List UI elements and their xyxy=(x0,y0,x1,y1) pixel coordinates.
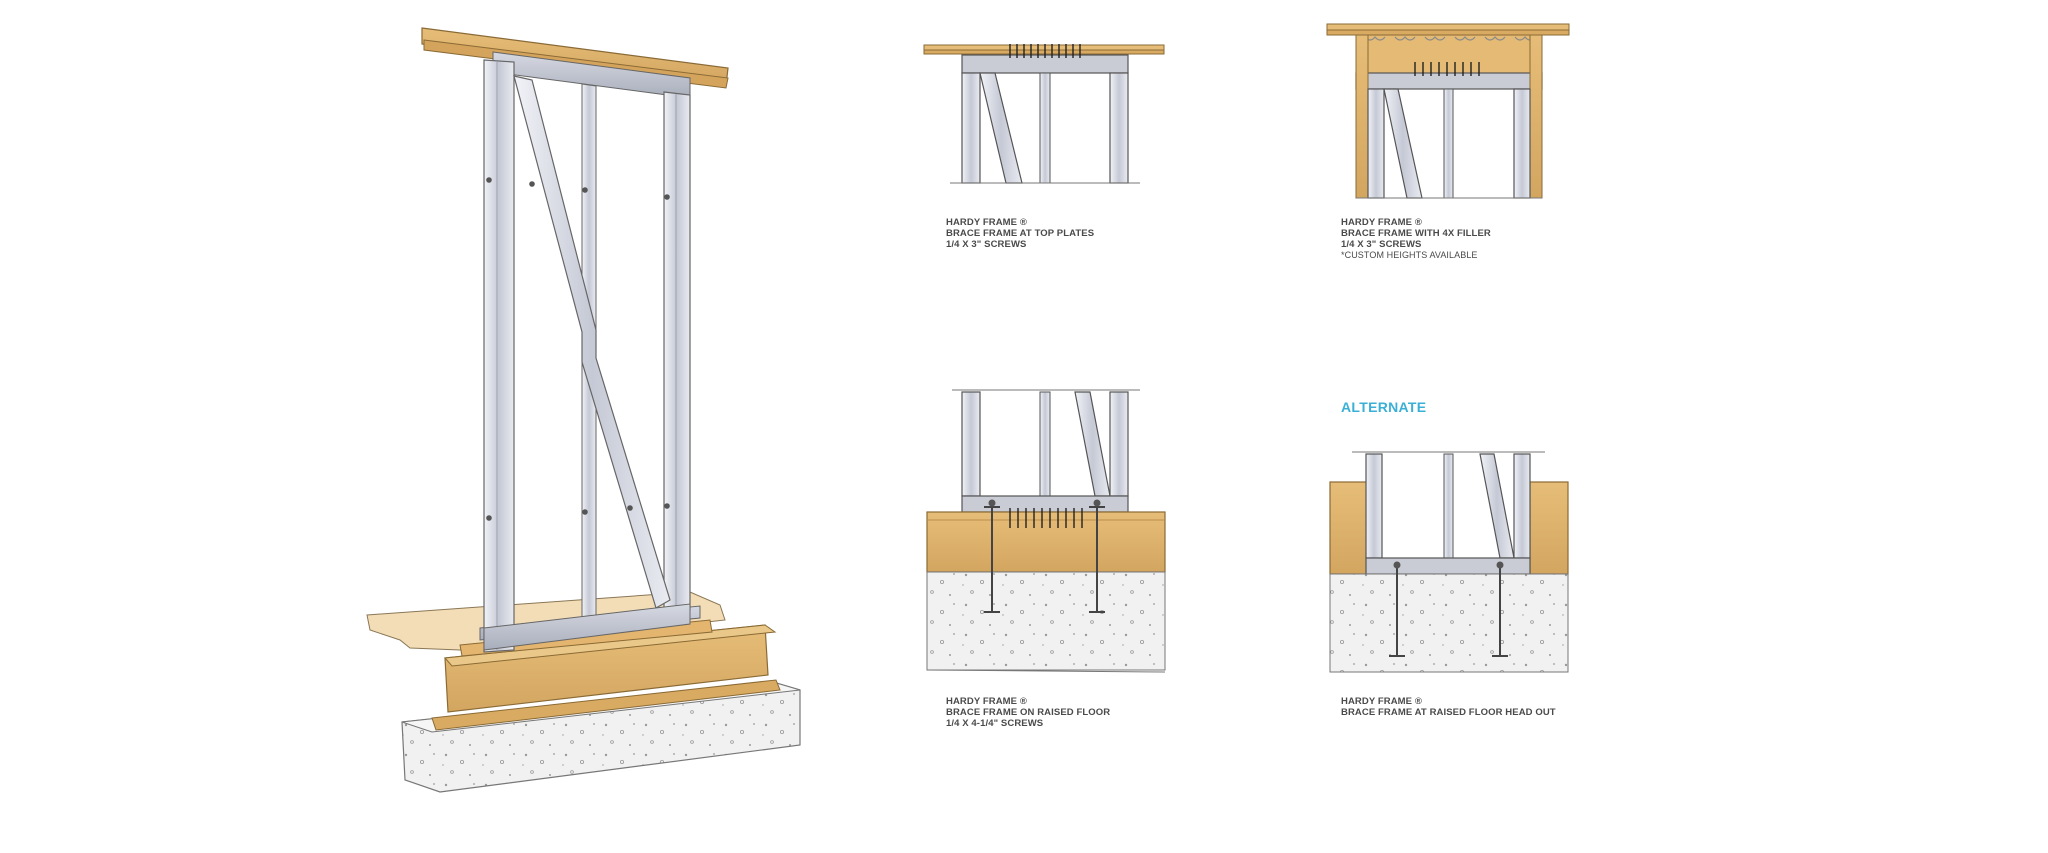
caption-top-plates-line2: BRACE FRAME AT TOP PLATES xyxy=(946,228,1095,239)
detail-brace-frame-at-top-plates xyxy=(923,44,1165,184)
diagonal-brace xyxy=(513,75,671,609)
left-steel-column xyxy=(483,59,515,653)
caption-filler-note: *CUSTOM HEIGHTS AVAILABLE xyxy=(1341,250,1478,260)
caption-raised-floor: HARDY FRAME ® BRACE FRAME ON RAISED FLOO… xyxy=(946,696,1110,729)
caption-filler-line1: HARDY FRAME ® xyxy=(1341,217,1422,228)
isometric-brace-frame xyxy=(366,27,801,793)
right-steel-column xyxy=(663,91,691,614)
caption-top-plates: HARDY FRAME ® BRACE FRAME AT TOP PLATES … xyxy=(946,217,1094,250)
detail-brace-frame-on-raised-floor xyxy=(926,389,1166,673)
caption-head-out-line2: BRACE FRAME AT RAISED FLOOR HEAD OUT xyxy=(1341,707,1556,718)
caption-head-out: HARDY FRAME ® BRACE FRAME AT RAISED FLOO… xyxy=(1341,696,1556,718)
caption-filler-line2: BRACE FRAME WITH 4X FILLER xyxy=(1341,228,1491,239)
caption-filler-line3: 1/4 X 3" SCREWS xyxy=(1341,239,1422,250)
caption-raised-floor-line1: HARDY FRAME ® xyxy=(946,696,1027,707)
caption-raised-floor-line2: BRACE FRAME ON RAISED FLOOR xyxy=(946,707,1111,718)
detail-brace-frame-at-raised-floor-head-out xyxy=(1329,451,1569,673)
caption-filler: HARDY FRAME ® BRACE FRAME WITH 4X FILLER… xyxy=(1341,217,1491,261)
detail-brace-frame-with-4x-filler xyxy=(1326,23,1570,199)
alternate-label: ALTERNATE xyxy=(1341,399,1427,415)
caption-top-plates-line1: HARDY FRAME ® xyxy=(946,217,1027,228)
caption-head-out-line1: HARDY FRAME ® xyxy=(1341,696,1422,707)
caption-top-plates-line3: 1/4 X 3" SCREWS xyxy=(946,239,1027,250)
caption-raised-floor-line3: 1/4 X 4-1/4" SCREWS xyxy=(946,718,1044,729)
